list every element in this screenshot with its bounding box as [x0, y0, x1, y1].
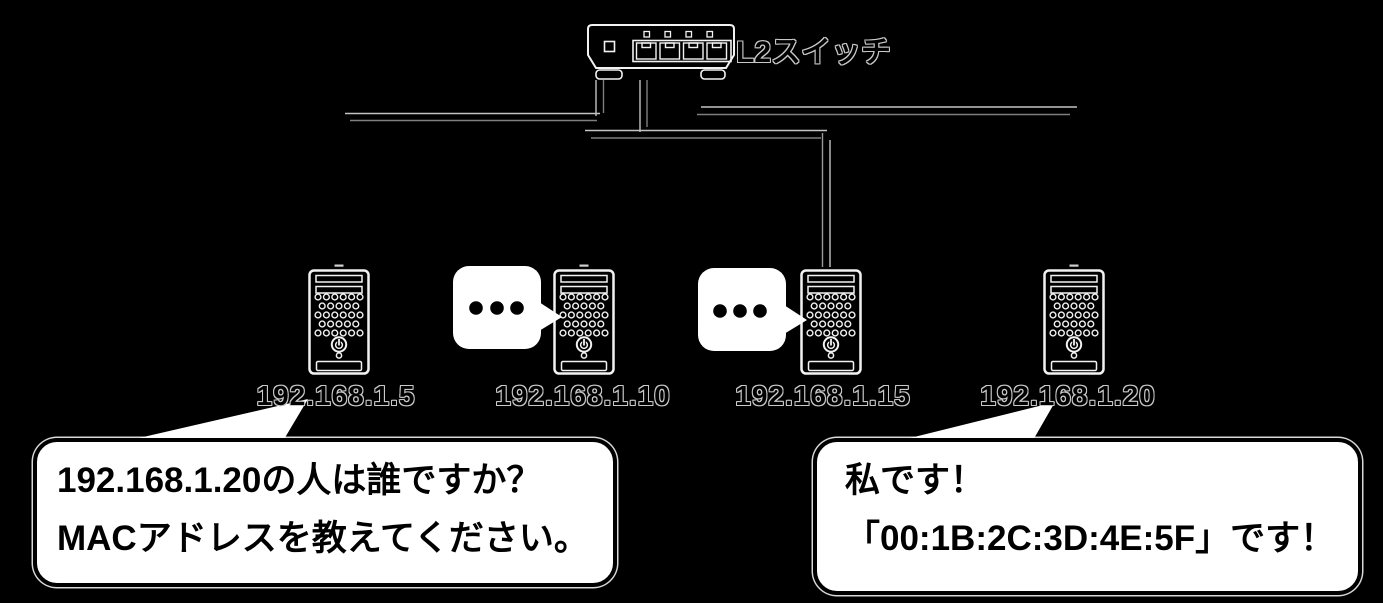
request-bubble-tail — [126, 399, 308, 441]
ip-label-host1: 192.168.1.5 — [256, 380, 416, 411]
ip-label-host4: 192.168.1.20 — [980, 380, 1156, 411]
bubble-tail — [784, 305, 807, 334]
cable-stubs — [334, 264, 1079, 267]
thinking-bubble-host3 — [698, 268, 807, 351]
switch-ethernet-ports — [635, 42, 728, 60]
ellipsis-dots-icon — [469, 301, 524, 315]
ip-label-host2: 192.168.1.10 — [495, 380, 671, 411]
switch-label: L2スイッチ — [736, 36, 892, 69]
arp-request-bubble: 192.168.1.20の人は誰ですか？ MACアドレスを教えてください。 — [33, 438, 617, 587]
cable-switch-to-host4 — [697, 106, 1077, 116]
l2-switch-icon — [587, 24, 735, 80]
thinking-bubble-host2 — [453, 266, 562, 349]
cable-switch-to-host3 — [585, 80, 831, 267]
arp-reply-line2: 「00:1B:2C:3D:4E:5F」です！ — [845, 519, 1336, 558]
arp-request-line2: MACアドレスを教えてください。 — [57, 519, 589, 558]
pc-tower-icon-host2 — [553, 269, 615, 375]
ip-label-host3: 192.168.1.15 — [735, 380, 911, 411]
bubble-tail — [539, 302, 562, 331]
arp-request-line1: 192.168.1.20の人は誰ですか？ — [57, 461, 542, 500]
pc-tower-icon-host4 — [1043, 269, 1105, 375]
pc-tower-icon-host3 — [800, 269, 862, 375]
network-cables — [334, 80, 1079, 267]
switch-power-led — [603, 40, 616, 53]
pc-tower-icon-host1 — [308, 269, 370, 375]
switch-port-leds — [643, 30, 714, 38]
ellipsis-dots-icon — [713, 304, 767, 318]
reply-bubble-tail — [894, 402, 1055, 442]
switch-port-panel — [632, 39, 732, 63]
cable-switch-to-host1 — [345, 80, 605, 122]
arp-reply-bubble: 私です！ 「00:1B:2C:3D:4E:5F」です！ — [813, 438, 1362, 595]
arp-reply-line1: 私です！ — [845, 461, 986, 500]
switch-feet — [595, 69, 726, 80]
